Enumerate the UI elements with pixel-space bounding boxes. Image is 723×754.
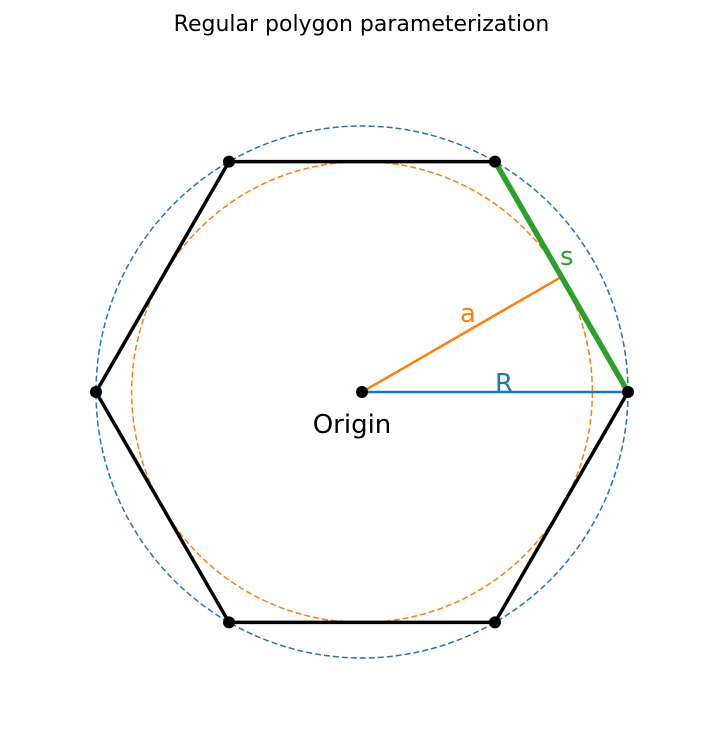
vertex-marker [489,616,501,629]
vertex-marker [223,616,235,629]
origin-label: Origin [313,410,392,440]
side-line [492,160,631,394]
apothem-line [361,275,563,394]
vertex-marker [223,155,235,168]
diagram-title: Regular polygon parameterization [173,12,550,37]
vertex-marker [622,386,634,398]
origin-marker [356,386,368,398]
vertex-marker [90,386,102,398]
side-label: s [560,242,574,272]
apothem-label: a [460,299,476,329]
circumradius-label: R [495,369,513,399]
vertex-marker [489,155,501,168]
